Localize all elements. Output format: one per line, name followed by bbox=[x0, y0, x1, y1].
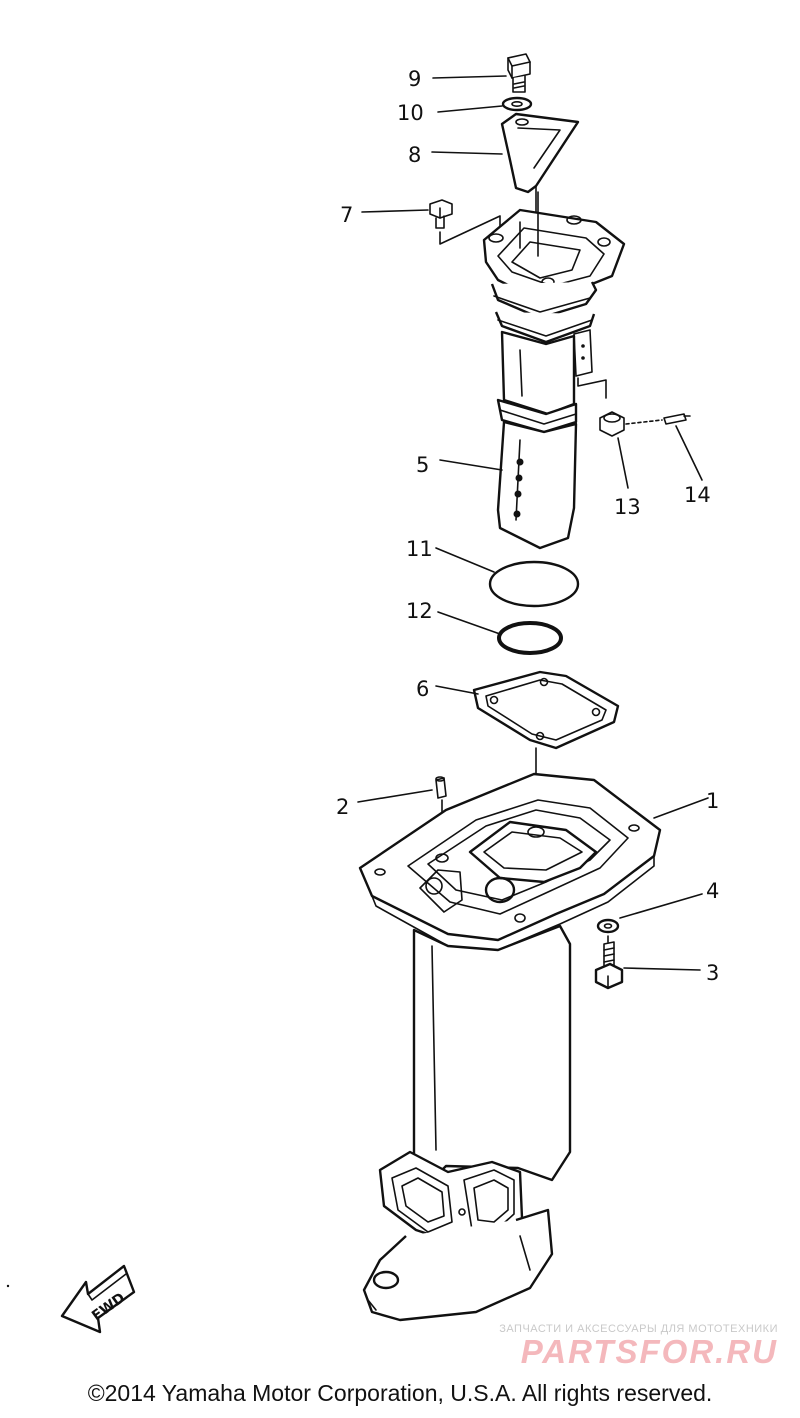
callout-1: 1 bbox=[706, 789, 719, 813]
part-10-washer bbox=[501, 96, 533, 112]
callout-7: 7 bbox=[340, 203, 353, 227]
callout-10: 10 bbox=[397, 101, 424, 125]
copyright-notice: ©2014 Yamaha Motor Corporation, U.S.A. A… bbox=[87, 1380, 713, 1406]
leader-1 bbox=[653, 797, 709, 819]
part-13-collar bbox=[599, 411, 625, 437]
callout-2: 2 bbox=[336, 795, 349, 819]
part-8-bracket bbox=[500, 112, 580, 221]
callout-6: 6 bbox=[416, 677, 429, 701]
callout-12: 12 bbox=[406, 599, 433, 623]
leader-9 bbox=[432, 75, 507, 79]
leader-6 bbox=[435, 685, 479, 695]
callout-9: 9 bbox=[408, 67, 421, 91]
callout-13: 13 bbox=[614, 495, 641, 519]
leader-7 bbox=[361, 209, 429, 213]
watermark-brand: PARTSFOR.RU bbox=[520, 1333, 778, 1370]
leader-11 bbox=[435, 547, 495, 573]
fwd-arrow-icon: FWD bbox=[60, 1264, 136, 1334]
part-11-o-ring bbox=[488, 560, 580, 608]
part-14-pin bbox=[625, 413, 691, 425]
part-2-dowel-pin bbox=[435, 776, 447, 853]
leader-12 bbox=[437, 611, 501, 635]
part-6-gasket bbox=[472, 670, 620, 839]
leader-14 bbox=[675, 425, 703, 481]
callout-4: 4 bbox=[706, 879, 719, 903]
callout-3: 3 bbox=[706, 961, 719, 985]
speck bbox=[6, 1284, 10, 1288]
leader-13 bbox=[617, 437, 629, 489]
callout-14: 14 bbox=[684, 483, 711, 507]
callout-11: 11 bbox=[406, 537, 433, 561]
callout-5: 5 bbox=[416, 453, 429, 477]
leader-10 bbox=[437, 105, 503, 113]
part-7-screw bbox=[429, 199, 453, 229]
leader-5 bbox=[439, 459, 503, 471]
part-9-bolt bbox=[507, 53, 531, 93]
leader-3 bbox=[623, 967, 701, 971]
leader-7-install bbox=[439, 215, 501, 245]
part-1-upper-casing bbox=[358, 772, 662, 1322]
part-4-washer bbox=[596, 918, 620, 934]
part-5-exhaust-guide bbox=[482, 191, 626, 550]
part-3-bolt bbox=[594, 935, 624, 990]
leader-8 bbox=[431, 151, 503, 155]
part-12-o-ring bbox=[497, 621, 563, 655]
leader-2 bbox=[357, 789, 433, 803]
watermark-logo: ЗАПЧАСТИ И АКСЕССУАРЫ ДЛЯ МОТОТЕХНИКИ PA… bbox=[478, 1323, 778, 1371]
leader-4 bbox=[619, 893, 703, 919]
watermark-tagline: ЗАПЧАСТИ И АКСЕССУАРЫ ДЛЯ МОТОТЕХНИКИ bbox=[499, 1323, 778, 1335]
callout-8: 8 bbox=[408, 143, 421, 167]
